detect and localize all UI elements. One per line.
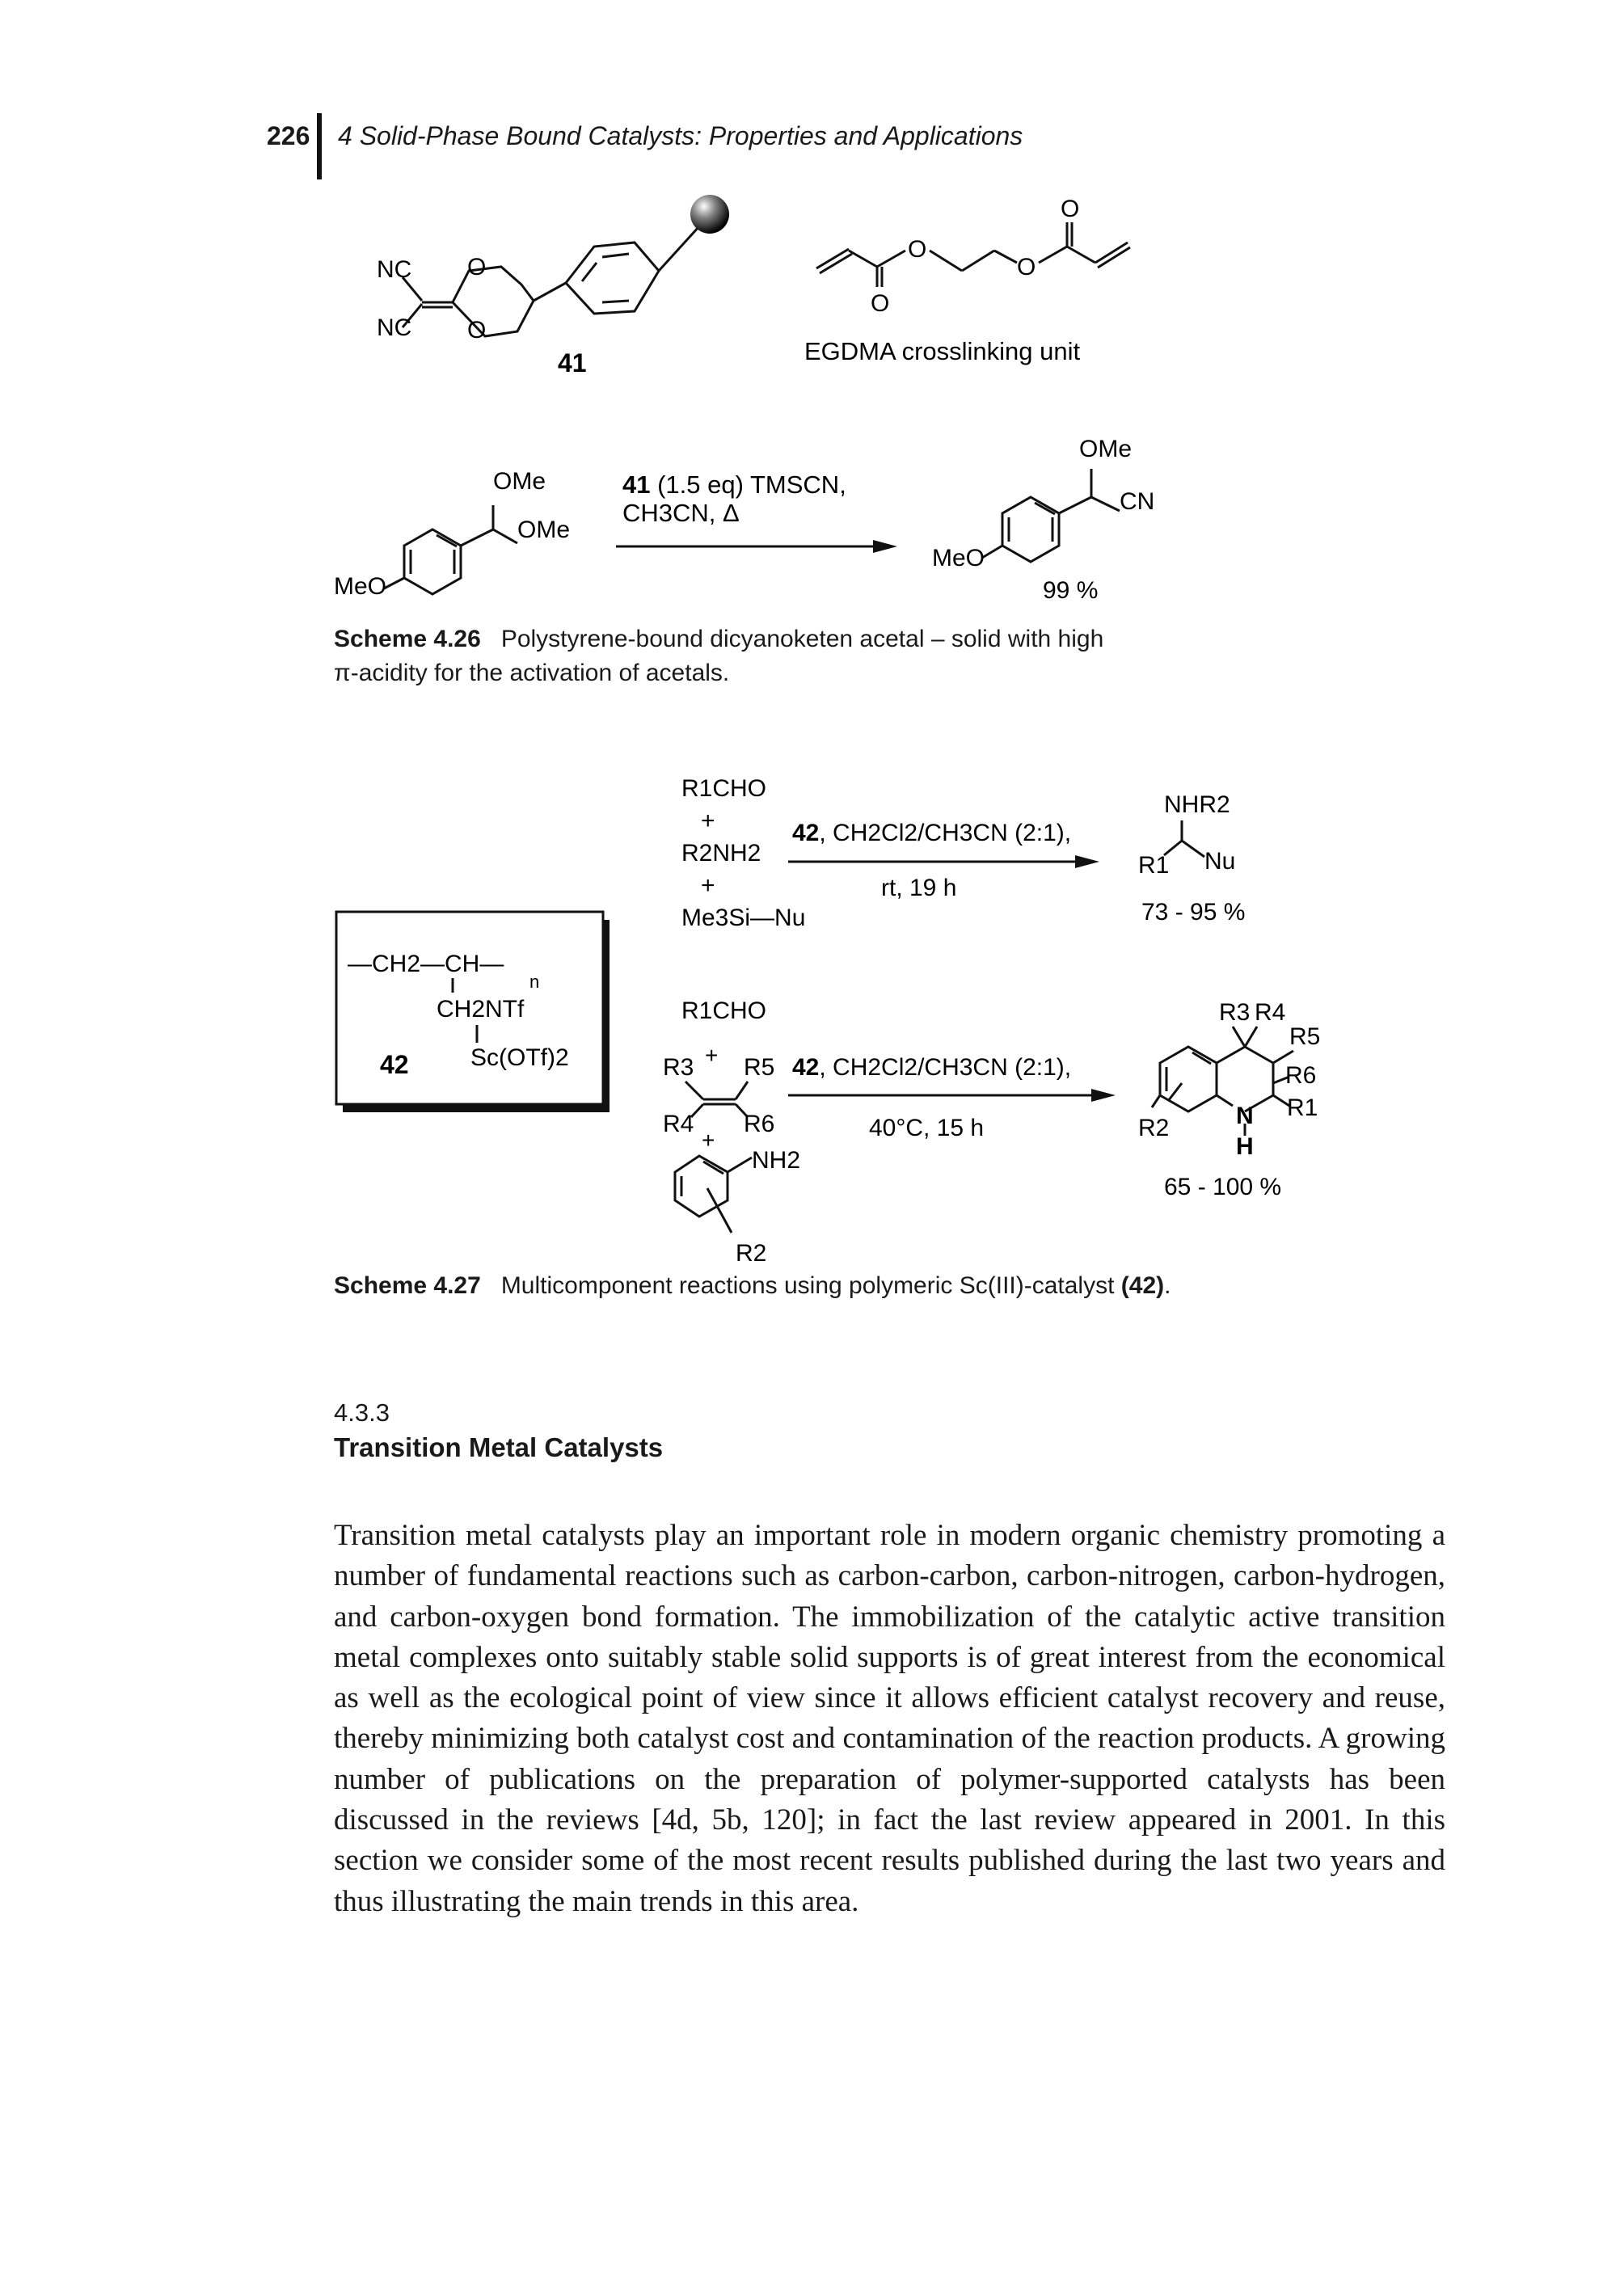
rxn2-plus1: + [705,1043,718,1068]
rxn1-product-nhr2: NHR2 [1164,791,1230,818]
rxn2-product-n: N [1236,1103,1254,1129]
rxn2-r3: R3 [663,1054,694,1081]
catalyst-ch2ntf: CH2NTf [437,996,525,1023]
rxn2-yield: 65 - 100 % [1164,1174,1281,1200]
rxn2-conditions-bottom: 40°C, 15 h [869,1115,984,1141]
rxn2-product-r6: R6 [1285,1062,1316,1089]
rxn1-r2nh2: R2NH2 [681,840,761,867]
egdma-label: EGDMA crosslinking unit [804,337,1081,365]
catalyst-n: n [529,972,539,992]
product-cn: CN [1120,488,1154,515]
caption-label-4-26: Scheme 4.26 [334,626,481,652]
reactant-ome2: OMe [517,517,570,543]
caption-4-27-text: Multicomponent reactions using polymeric… [500,1272,1121,1299]
compound-41-structure [401,225,701,338]
egdma-o4: O [1061,196,1079,222]
label-nc-bottom: NC [377,314,411,341]
rxn1-conditions-bottom: rt, 19 h [881,875,956,901]
catalyst-42-label: 42 [380,1050,409,1079]
body-paragraph: Transition metal catalysts play an impor… [334,1519,1445,1918]
rxn1-me3sinu: Me3Si—Nu [681,905,805,931]
compound-41-label: 41 [558,348,587,377]
label-nc-top: NC [377,256,411,283]
rxn2-r1cho: R1CHO [681,997,766,1024]
polymer-bead-icon [690,195,729,234]
catalyst-box [335,910,605,1106]
product-ome: OMe [1079,436,1132,462]
arrow-head-2 [1075,855,1099,868]
rxn2-product-structure [1150,1026,1294,1136]
caption-4-27-end: . [1164,1272,1171,1299]
rxn2-plus2: + [702,1128,715,1153]
rxn2-conditions-top: 42, CH2Cl2/CH3CN (2:1), [792,1054,1071,1081]
arrow-head-1 [873,540,897,553]
caption-label-4-27: Scheme 4.27 [334,1272,481,1299]
caption-4-26-line1: Polystyrene-bound dicyanoketen acetal – … [500,626,1104,652]
rxn1-plus1: + [701,808,715,834]
rxn1-yield: 73 - 95 % [1141,899,1245,926]
rxn1-conditions-top: 42, CH2Cl2/CH3CN (2:1), [792,820,1071,846]
caption-4-27-bold: (42) [1120,1272,1165,1299]
product-nitrile-structure [981,469,1120,563]
rxn2-alkene-bonds [684,1080,749,1119]
rxn2-product-r4: R4 [1255,999,1285,1026]
egdma-structure [816,222,1131,287]
running-title: 4 Solid-Phase Bound Catalysts: Propertie… [338,121,1023,150]
caption-scheme-4-26: Scheme 4.26 Polystyrene-bound dicyanoket… [334,622,1466,690]
egdma-o2: O [871,290,889,317]
catalyst-scotf2: Sc(OTf)2 [470,1044,569,1071]
reactant-acetal-structure [383,505,518,596]
rxn2-r5: R5 [744,1054,774,1081]
rxn1-product-r1: R1 [1138,852,1169,879]
caption-scheme-4-27: Scheme 4.27 Multicomponent reactions usi… [334,1269,1466,1303]
conditions-1-line1: 41 (1.5 eq) TMSCN, [622,470,846,499]
rxn2-r2: R2 [736,1240,766,1267]
caption-4-26-line2: π-acidity for the activation of acetals. [334,660,730,686]
rxn1-r1cho: R1CHO [681,775,766,802]
conditions-1-line2: CH3CN, Δ [622,499,740,527]
arrow-head-3 [1091,1089,1116,1102]
rxn2-product-r3: R3 [1219,999,1250,1026]
product-yield: 99 % [1043,577,1098,604]
rxn1-product-nu: Nu [1204,848,1235,875]
rxn2-nh2: NH2 [752,1147,800,1174]
label-o-top: O [467,254,486,280]
product-meo: MeO [932,545,985,571]
page-number: 226 [267,121,310,150]
catalyst-polymer-chain: —CH2—CH— [348,951,504,977]
egdma-o3: O [1017,254,1036,280]
rxn2-product-r5: R5 [1289,1023,1320,1050]
reactant-meo: MeO [334,573,386,600]
rxn2-product-r2: R2 [1138,1115,1169,1141]
section-title: Transition Metal Catalysts [334,1432,664,1462]
rxn2-aniline-ring [673,1154,753,1234]
label-o-bottom: O [467,317,486,344]
header-divider [317,113,322,179]
egdma-o1: O [908,236,926,263]
rxn2-r4: R4 [663,1111,694,1137]
section-number: 4.3.3 [334,1398,390,1427]
rxn1-plus2: + [701,872,715,899]
rxn2-r6: R6 [744,1111,774,1137]
rxn2-product-h: H [1236,1133,1254,1160]
rxn1-product-bonds [1163,820,1205,858]
reactant-ome1: OMe [493,468,546,495]
rxn2-product-r1: R1 [1287,1094,1318,1121]
